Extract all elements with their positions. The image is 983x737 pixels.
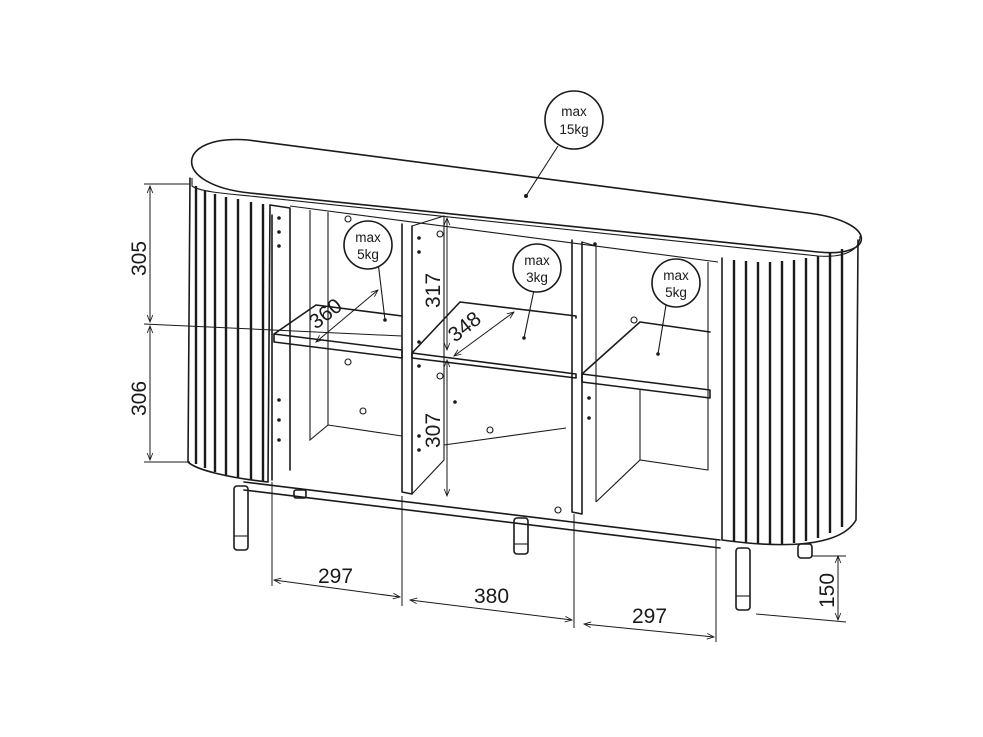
shelf-pin-holes [277, 215, 660, 514]
dimension-labels: 305 306 317 307 150 360 348 297 380 297 [128, 241, 839, 628]
vertical-dimensions [143, 183, 847, 623]
horizontal-dimensions [271, 290, 717, 642]
dim-middle-lower-height: 307 [422, 413, 445, 448]
load-left-line1: max [355, 230, 381, 245]
load-right-line1: max [663, 268, 689, 283]
dim-left-width: 297 [318, 565, 353, 588]
dim-middle-upper-height: 317 [422, 273, 445, 308]
load-left-line2: 5kg [357, 247, 379, 262]
load-top-line2: 15kg [559, 122, 588, 137]
dim-leg-height: 150 [816, 573, 839, 608]
right-end-panel [721, 239, 859, 546]
load-callout-left-shelf: max 5kg [343, 220, 393, 321]
load-callout-right-shelf: max 5kg [651, 258, 701, 355]
load-right-line2: 5kg [665, 285, 687, 300]
left-end-panel [187, 177, 271, 483]
load-middle-line1: max [524, 253, 550, 268]
dim-right-width: 297 [632, 605, 667, 628]
cabinet-top [191, 138, 863, 257]
dim-left-shelf-depth: 360 [305, 294, 347, 334]
dim-middle-width: 380 [474, 585, 509, 608]
load-callout-top: max 15kg [524, 90, 604, 198]
legs [233, 485, 813, 611]
load-callout-middle-shelf: max 3kg [512, 243, 562, 339]
load-top-line1: max [561, 104, 587, 119]
dim-upper-height: 305 [128, 241, 151, 276]
load-middle-line2: 3kg [526, 270, 548, 285]
dim-lower-height: 306 [128, 381, 151, 416]
cabinet-body [243, 204, 721, 549]
